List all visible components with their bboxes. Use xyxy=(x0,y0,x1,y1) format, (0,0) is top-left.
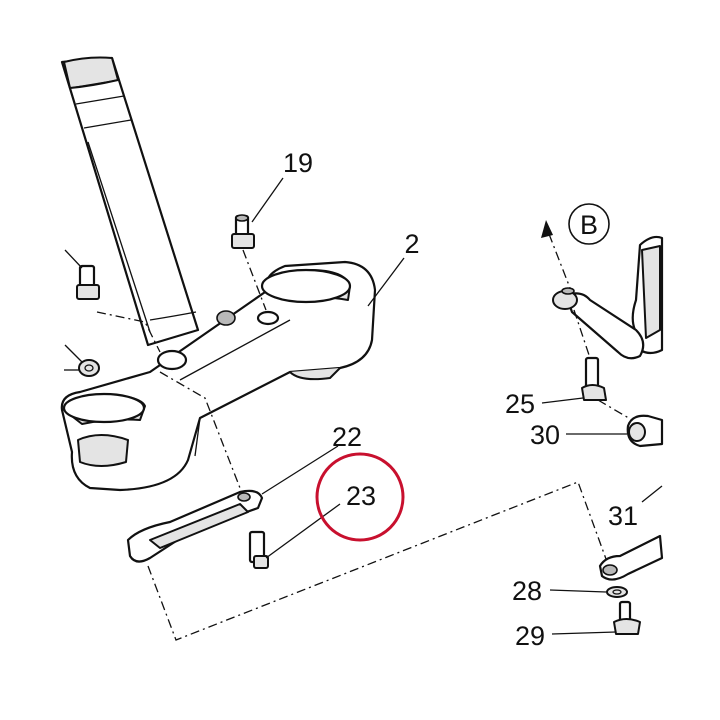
fork-tube xyxy=(60,56,200,347)
bolt-19 xyxy=(231,177,284,311)
clamp-30 xyxy=(566,399,664,448)
callout-2: 2 xyxy=(404,229,419,259)
view-arrow xyxy=(541,220,571,289)
callout-19: 19 xyxy=(283,148,313,178)
left-washer xyxy=(64,344,100,377)
view-marker-b-text: B xyxy=(580,210,598,240)
bolt-23 xyxy=(248,503,341,569)
damper-assembly xyxy=(552,235,664,360)
callout-29: 29 xyxy=(515,621,545,651)
callout-30: 30 xyxy=(530,420,560,450)
left-bolt xyxy=(64,249,100,300)
callout-31: 31 xyxy=(608,501,638,531)
bracket-22 xyxy=(126,445,339,563)
view-marker-b: B xyxy=(568,203,610,245)
leader-2 xyxy=(367,257,405,307)
callout-28: 28 xyxy=(512,576,542,606)
routing-line xyxy=(147,481,611,641)
rod-31 xyxy=(598,485,664,581)
screw-29 xyxy=(551,600,641,635)
callout-25: 25 xyxy=(505,389,535,419)
washer-28 xyxy=(549,586,628,598)
screw-25 xyxy=(541,309,607,404)
centre-line xyxy=(96,311,241,489)
callout-22: 22 xyxy=(332,422,362,452)
highlight-circle xyxy=(315,452,405,542)
triple-clamp xyxy=(60,260,377,492)
callout-23: 23 xyxy=(346,481,376,511)
